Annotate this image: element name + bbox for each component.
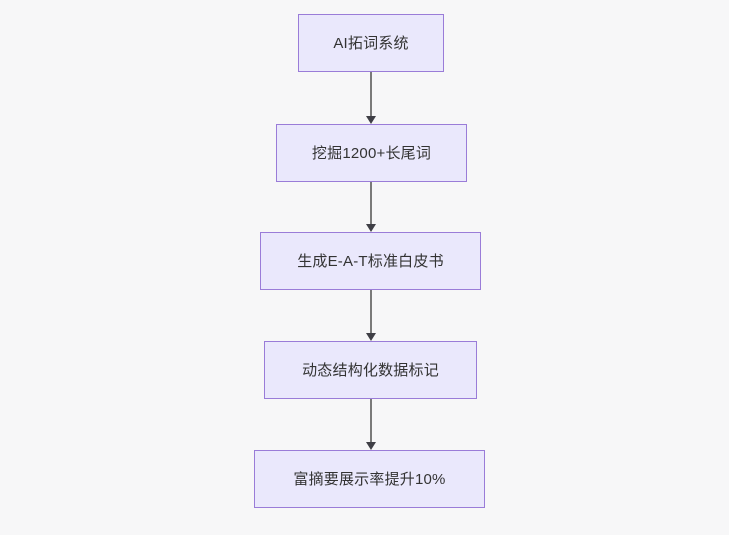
flow-connector (366, 182, 376, 232)
arrowhead-icon (366, 224, 376, 232)
flow-node-n3[interactable]: 生成E-A-T标准白皮书 (260, 232, 481, 290)
connector-line (370, 399, 372, 442)
connector-line (370, 290, 372, 333)
flow-node-n4[interactable]: 动态结构化数据标记 (264, 341, 477, 399)
flow-node-label: 生成E-A-T标准白皮书 (297, 252, 444, 270)
arrowhead-icon (366, 442, 376, 450)
flow-node-n1[interactable]: AI拓词系统 (298, 14, 444, 72)
flow-node-label: 富摘要展示率提升10% (293, 470, 446, 488)
arrowhead-icon (366, 333, 376, 341)
flow-node-n5[interactable]: 富摘要展示率提升10% (254, 450, 485, 508)
connector-line (370, 182, 372, 224)
flow-connector (366, 290, 376, 341)
flow-node-label: 挖掘1200+长尾词 (311, 144, 432, 162)
flow-node-n2[interactable]: 挖掘1200+长尾词 (276, 124, 467, 182)
arrowhead-icon (366, 116, 376, 124)
flow-node-label: AI拓词系统 (333, 34, 409, 52)
flow-node-label: 动态结构化数据标记 (302, 361, 439, 379)
connector-line (370, 72, 372, 116)
flow-connector (366, 399, 376, 450)
flow-connector (366, 72, 376, 124)
